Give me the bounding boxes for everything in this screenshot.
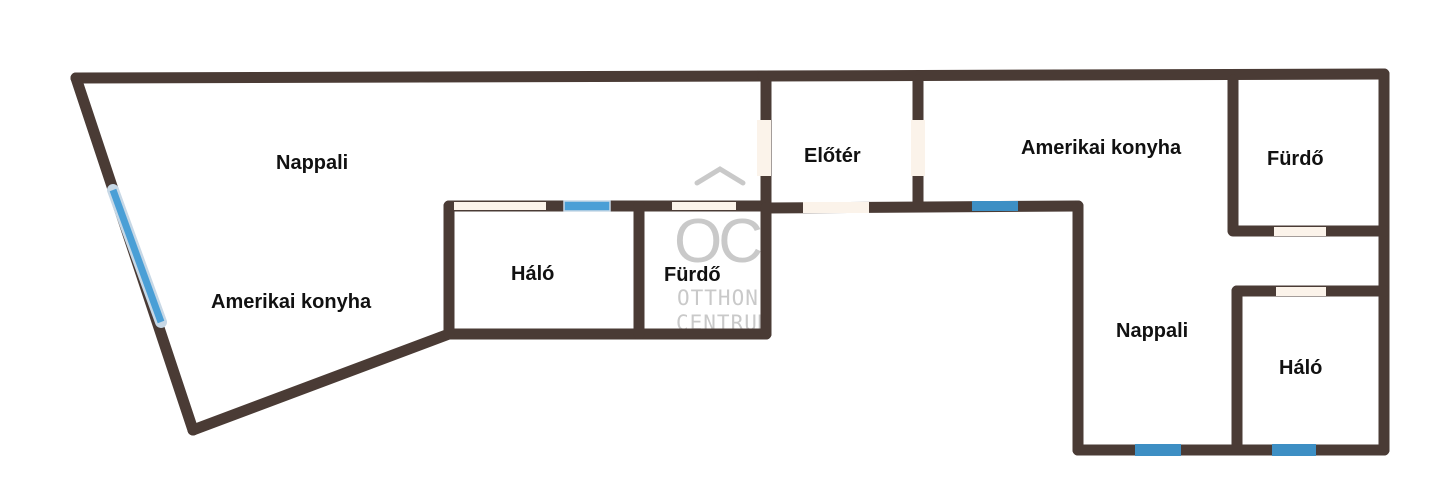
room-label-right-konyha: Amerikai konyha [1021, 137, 1182, 159]
room-label-right-nappali: Nappali [1116, 320, 1188, 342]
wall-top-left [70, 70, 769, 84]
doors [454, 120, 1326, 296]
door-right-bathroom [1274, 227, 1326, 236]
door-eloter-to-kitchen [911, 120, 925, 176]
window-right-bedroom [1272, 444, 1316, 456]
window-right-living [1135, 444, 1181, 456]
door-left-bathroom [672, 202, 736, 210]
room-label-left-furdo: Fürdő [664, 264, 721, 286]
window-left-angled-glass [109, 188, 165, 324]
room-label-left-halo: Háló [511, 263, 554, 285]
room-labels: Nappali Amerikai konyha Háló Fürdő Előté… [211, 137, 1324, 379]
watermark-line-1: OTTHON [677, 286, 759, 310]
room-label-eloter: Előtér [804, 145, 861, 167]
room-label-right-halo: Háló [1279, 357, 1322, 379]
window-left-bedroom [563, 200, 611, 212]
watermark-monogram: OC [674, 207, 761, 276]
door-living-to-eloter [757, 120, 771, 176]
room-label-left-konyha: Amerikai konyha [211, 291, 372, 313]
window-right-kitchen [972, 201, 1018, 211]
room-label-right-furdo: Fürdő [1267, 148, 1324, 170]
watermark-roof-icon [694, 166, 746, 186]
room-label-left-nappali: Nappali [276, 152, 348, 174]
wall-top-right [757, 68, 1390, 82]
wall-bottom-left-diagonal [187, 328, 455, 436]
door-right-bedroom [1276, 287, 1326, 296]
door-left-bedroom [454, 202, 546, 210]
windows [107, 184, 1316, 456]
otthon-centrum-watermark: OC OTTHON CENTRUM [674, 166, 771, 335]
door-eloter-bottom [803, 202, 869, 213]
